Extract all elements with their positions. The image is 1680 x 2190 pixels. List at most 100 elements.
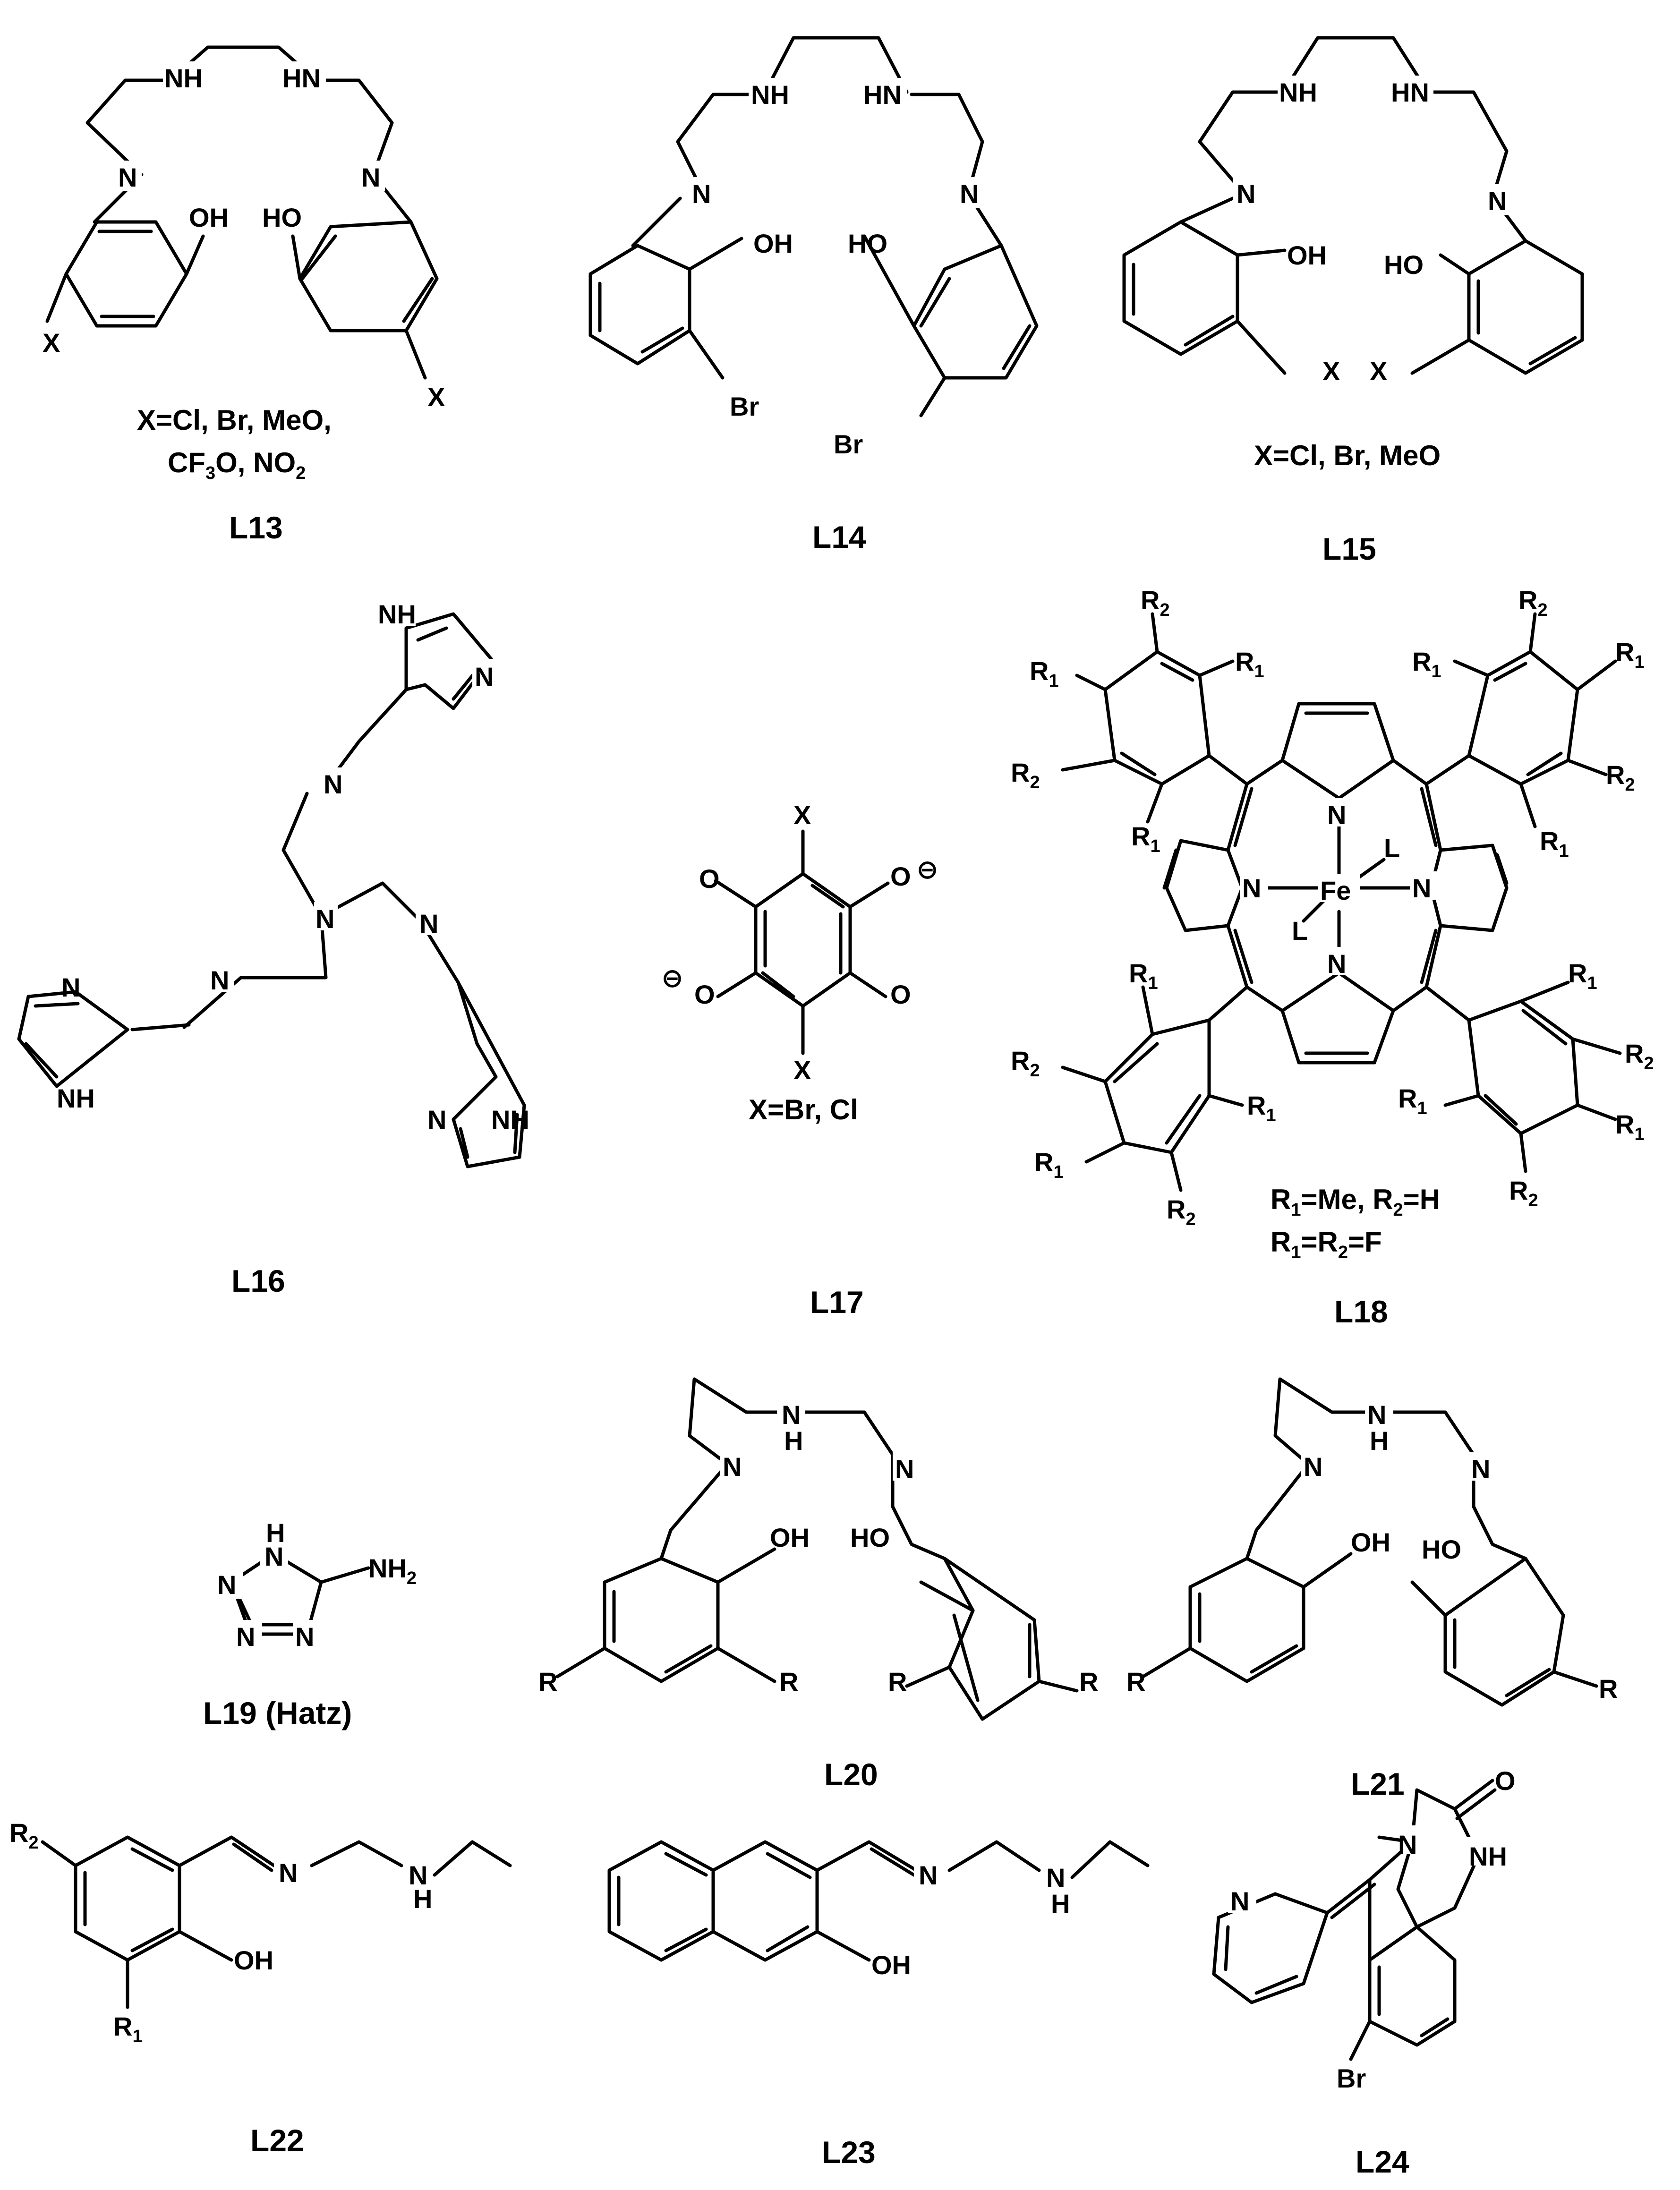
atom-nh: NH xyxy=(57,1083,95,1113)
structure-l19: H N N N N NH2 L19 (Hatz) xyxy=(203,1518,417,1730)
atom-n: N xyxy=(279,1858,298,1888)
substituent-r1: R1 xyxy=(1247,1091,1276,1125)
atom-n: N xyxy=(782,1400,801,1430)
atom-n: N xyxy=(1046,1863,1065,1892)
substituent-note: X=Cl, Br, MeO xyxy=(1254,440,1441,471)
structure-l23: N N H OH L23 xyxy=(607,1840,1150,2170)
structure-l17: X X O O ⊖ O ⊖ O X=Br, Cl L17 xyxy=(661,800,938,1320)
atom-l: L xyxy=(1292,916,1308,946)
substituent-r2: R2 xyxy=(1509,1176,1538,1210)
substituent-r1: R1 xyxy=(1235,647,1264,682)
atom-nh: NH xyxy=(1279,77,1317,107)
atom-br: Br xyxy=(730,392,759,421)
substituent-note: R1=Me, R2=H xyxy=(1271,1184,1440,1220)
atom-h: H xyxy=(784,1426,803,1456)
atom-nh: NH xyxy=(378,599,416,629)
substituent-r1: R1 xyxy=(1568,958,1597,993)
substituent-r1: R1 xyxy=(1030,656,1059,691)
substituent-r2: R2 xyxy=(1518,585,1548,620)
substituent-r1: R1 xyxy=(1615,637,1645,672)
substituent-r: R xyxy=(888,1667,907,1696)
caption-l22: L22 xyxy=(250,2123,304,2158)
atom-n: N xyxy=(1327,800,1346,830)
substituent-r: R xyxy=(1599,1674,1618,1704)
atom-ho: HO xyxy=(262,203,302,232)
caption-l23: L23 xyxy=(822,2135,876,2170)
atom-n: N xyxy=(210,965,229,995)
atom-fe: Fe xyxy=(1320,876,1351,905)
atom-o: O xyxy=(694,980,715,1009)
substituent-r1: R1 xyxy=(1131,821,1160,856)
atom-n: N xyxy=(692,179,711,209)
substituent-r: R xyxy=(1126,1667,1145,1696)
atom-n: N xyxy=(1242,873,1261,903)
atom-n: N xyxy=(475,662,494,691)
substituent-note: X=Br, Cl xyxy=(749,1094,858,1125)
atom-hn: HN xyxy=(282,63,321,93)
caption-l21: L21 xyxy=(1351,1766,1405,1801)
substituent-r: R xyxy=(779,1667,798,1696)
atom-oh: OH xyxy=(1351,1527,1390,1557)
atom-n: N xyxy=(264,1542,283,1571)
atom-o: O xyxy=(890,980,911,1009)
atom-ho: HO xyxy=(1384,250,1424,280)
atom-oh: OH xyxy=(1287,240,1327,270)
substituent-r1: R1 xyxy=(1129,958,1158,993)
substituent-note: X=Cl, Br, MeO, xyxy=(137,404,332,436)
atom-o: O xyxy=(890,861,911,891)
caption-l15: L15 xyxy=(1322,531,1376,566)
atom-x: X xyxy=(793,800,811,830)
atom-l: L xyxy=(1384,833,1400,863)
charge-minus: ⊖ xyxy=(916,854,938,884)
atom-nh2: NH2 xyxy=(368,1553,417,1588)
structure-l13: NH HN N N OH HO X X X=Cl, Br, MeO, CF3O,… xyxy=(43,45,445,545)
structure-l20: N H N N OH HO R R R R L20 xyxy=(538,1377,1098,1792)
structure-l16: NH N N N N N N NH N NH L16 xyxy=(17,597,529,1298)
caption-l19: L19 (Hatz) xyxy=(203,1696,352,1730)
atom-nh: NH xyxy=(751,80,789,110)
atom-n: N xyxy=(1237,179,1255,209)
atom-n: N xyxy=(409,1860,427,1890)
atom-n: N xyxy=(919,1860,938,1890)
caption-l17: L17 xyxy=(810,1285,864,1320)
atom-oh: OH xyxy=(770,1523,810,1552)
atom-n: N xyxy=(1412,873,1431,903)
substituent-r1: R1 xyxy=(1034,1147,1064,1182)
atom-ho: HO xyxy=(1422,1534,1461,1564)
atom-hn: HN xyxy=(1391,77,1429,107)
atom-n: N xyxy=(324,769,342,799)
caption-l14: L14 xyxy=(812,520,866,554)
substituent-note: CF3O, NO2 xyxy=(168,447,306,483)
atom-n: N xyxy=(723,1452,742,1482)
atom-n: N xyxy=(1471,1454,1490,1484)
substituent-r1: R1 xyxy=(1412,647,1441,682)
atom-n: N xyxy=(361,162,380,192)
atom-n: N xyxy=(427,1105,446,1134)
substituent-r2: R2 xyxy=(1011,758,1040,792)
atom-n: N xyxy=(1327,949,1346,979)
substituent-r2: R2 xyxy=(1141,585,1170,620)
atom-x: X xyxy=(793,1055,811,1085)
atom-br: Br xyxy=(834,429,863,459)
atom-n: N xyxy=(61,972,80,1002)
atom-hn: HN xyxy=(863,80,902,110)
structure-l14: NH HN N N OH HO Br Br L14 xyxy=(588,36,1039,554)
structure-l15: NH HN N N OH HO X X X=Cl, Br, MeO L15 xyxy=(1122,36,1584,566)
atom-n: N xyxy=(960,179,979,209)
atom-n: N xyxy=(1367,1400,1386,1430)
substituent-r1: R1 xyxy=(113,2011,143,2046)
substituent-r2: R2 xyxy=(1011,1046,1040,1081)
atom-oh: OH xyxy=(189,203,229,232)
atom-n: N xyxy=(419,909,438,938)
caption-l20: L20 xyxy=(824,1757,878,1792)
atom-x: X xyxy=(427,382,445,412)
atom-ho: HO xyxy=(848,229,887,258)
atom-x: X xyxy=(43,328,60,358)
caption-l16: L16 xyxy=(231,1263,285,1298)
substituent-r1: R1 xyxy=(1398,1083,1427,1118)
atom-oh: OH xyxy=(753,229,793,258)
substituent-r: R xyxy=(538,1667,557,1696)
atom-n: N xyxy=(295,1622,314,1652)
atom-n: N xyxy=(1398,1830,1417,1859)
